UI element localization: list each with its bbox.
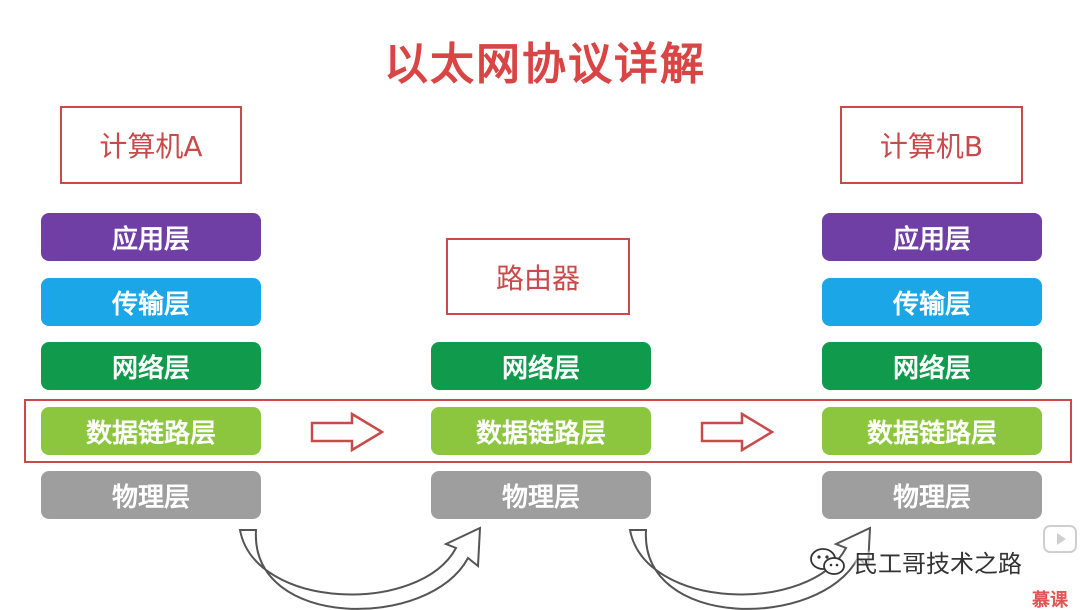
- router-network-layer: 网络层: [431, 342, 651, 390]
- curved-arrow-icon-1: [238, 526, 482, 610]
- computer-b-data-link-layer: 数据链路层: [822, 407, 1042, 455]
- right-arrow-icon-1: [310, 411, 385, 453]
- watermark: 民工哥技术之路: [808, 544, 1022, 579]
- right-arrow-icon-2: [700, 411, 775, 453]
- layer-label: 传输层: [892, 289, 971, 320]
- computer-a-transport-layer: 传输层: [41, 278, 261, 326]
- page-title: 以太网协议详解: [384, 39, 706, 90]
- layer-label: 数据链路层: [475, 418, 606, 449]
- layer-label: 数据链路层: [85, 418, 216, 449]
- layer-label: 物理层: [501, 482, 580, 513]
- computer-b-label: 计算机B: [879, 130, 984, 163]
- wechat-icon: [810, 547, 845, 575]
- brand-logo-text: 慕课: [1032, 590, 1068, 610]
- layer-label: 传输层: [111, 289, 190, 320]
- computer-a-physical-layer: 物理层: [41, 471, 261, 519]
- computer-b-application-layer: 应用层: [822, 213, 1042, 261]
- router-box: 路由器: [446, 238, 630, 315]
- computer-b-transport-layer: 传输层: [822, 278, 1042, 326]
- layer-label: 网络层: [111, 353, 190, 384]
- computer-b-box: 计算机B: [840, 106, 1023, 184]
- computer-a-application-layer: 应用层: [41, 213, 261, 261]
- router-physical-layer: 物理层: [431, 471, 651, 519]
- play-icon: [1043, 525, 1077, 553]
- layer-label: 数据链路层: [866, 418, 997, 449]
- computer-a-data-link-layer: 数据链路层: [41, 407, 261, 455]
- computer-b-network-layer: 网络层: [822, 342, 1042, 390]
- router-data-link-layer: 数据链路层: [431, 407, 651, 455]
- watermark-text: 民工哥技术之路: [854, 550, 1022, 578]
- layer-label: 应用层: [892, 224, 971, 255]
- computer-b-physical-layer: 物理层: [822, 471, 1042, 519]
- data-link-highlight-frame: [24, 399, 1072, 463]
- computer-a-label: 计算机A: [99, 130, 203, 163]
- router-label: 路由器: [495, 261, 580, 295]
- computer-a-box: 计算机A: [60, 106, 242, 184]
- layer-label: 物理层: [111, 482, 190, 513]
- curved-arrow-icon-2: [628, 526, 872, 610]
- computer-a-network-layer: 网络层: [41, 342, 261, 390]
- brand-logo: 慕课: [1032, 586, 1080, 610]
- layer-label: 网络层: [501, 353, 580, 384]
- layer-label: 物理层: [892, 482, 971, 513]
- layer-label: 应用层: [111, 224, 190, 255]
- layer-label: 网络层: [892, 353, 971, 384]
